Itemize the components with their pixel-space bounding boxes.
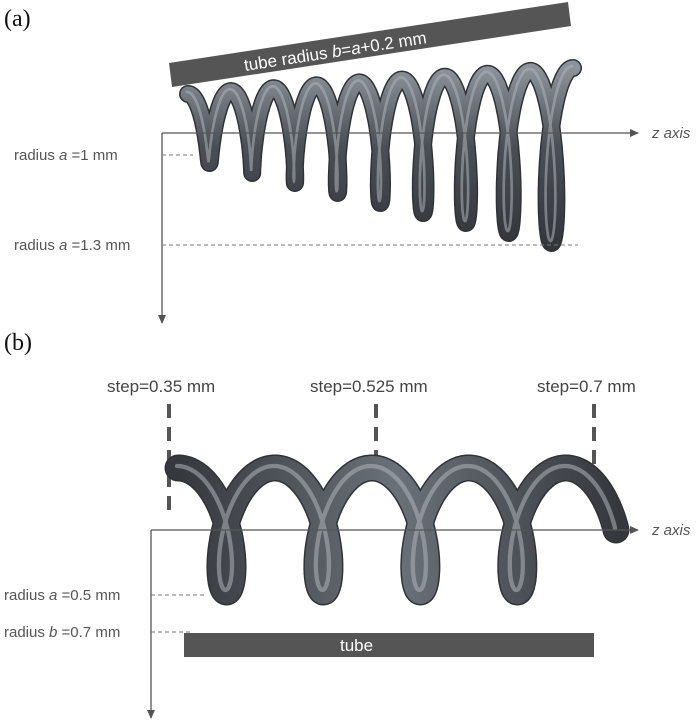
panel-a: (a) tube radius b=a+0.2 mm z axis radius…: [4, 2, 691, 324]
banner-bar: [169, 2, 571, 87]
radius-a-label-b: radius a =0.5 mm: [4, 587, 120, 604]
z-axis-label-b: z axis: [651, 522, 691, 539]
panel-a-label: (a): [4, 6, 31, 32]
step-label-1: step=0.35 mm: [107, 377, 215, 396]
z-axis-label-a: z axis: [651, 125, 691, 142]
tube-label: tube: [340, 636, 373, 655]
radius-b-label-b: radius b =0.7 mm: [4, 624, 120, 641]
step-label-2: step=0.525 mm: [310, 377, 428, 396]
spring-a: [179, 59, 582, 252]
panel-b-label: (b): [4, 330, 32, 356]
radius-a-1-label: radius a =1 mm: [14, 147, 118, 164]
tube-bar: [184, 633, 594, 657]
tube-radius-banner: tube radius b=a+0.2 mm: [169, 2, 571, 87]
step-label-3: step=0.7 mm: [537, 377, 636, 396]
panel-b: (b) step=0.35 mm step=0.525 mm step=0.7 …: [4, 330, 691, 719]
spring-b: [164, 454, 630, 606]
radius-a-2-label: radius a =1.3 mm: [14, 237, 130, 254]
